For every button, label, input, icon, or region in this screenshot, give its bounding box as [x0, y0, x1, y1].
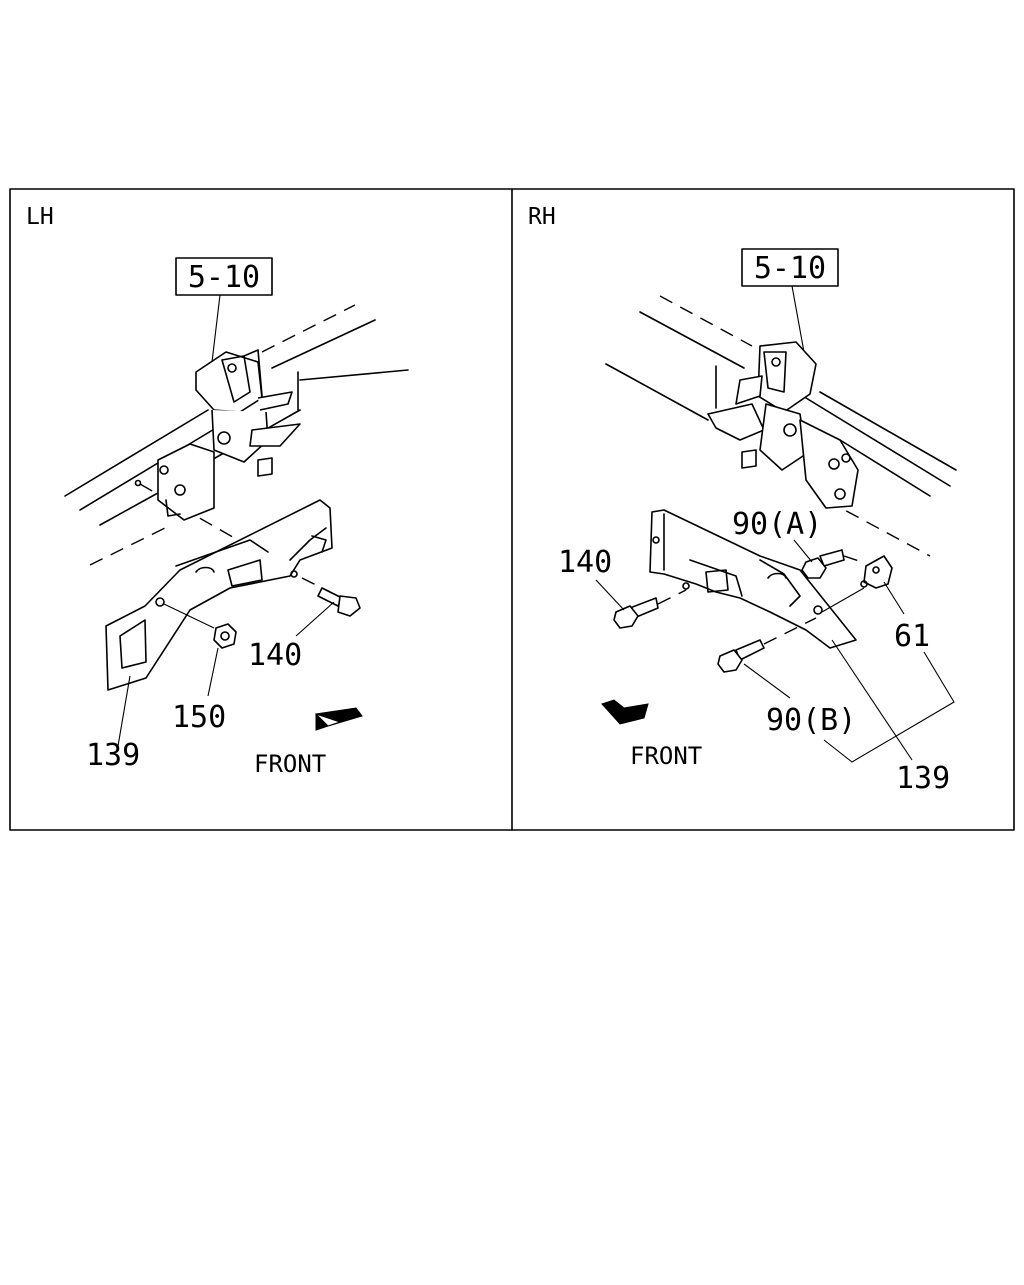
panel-rh-front-label: FRONT: [630, 742, 702, 770]
panel-lh-ref-box-label: 5-10: [188, 260, 260, 295]
panel-rh-callout-140: 140: [558, 545, 612, 580]
panel-lh-ref-leader: [211, 294, 221, 363]
panel-rh-callout-139: 139: [896, 761, 950, 796]
panel-rh-leader-61: [883, 581, 905, 615]
panel-lh-leader-140: [295, 601, 335, 637]
panel-rh-part-139[interactable]: [649, 509, 857, 649]
panel-rh-callout-61: 61: [894, 619, 930, 654]
panel-lh-ref-box[interactable]: [175, 257, 273, 296]
panel-rh-leader-90b: [743, 663, 791, 699]
panel-lh-nut-150[interactable]: [163, 603, 237, 649]
panel-rh-ref-leader: [791, 285, 805, 353]
panel-rh-leader-140: [595, 579, 625, 611]
panel-rh-frame-rail: [605, 295, 957, 557]
panel-rh-side-label: RH: [528, 204, 556, 230]
panel-rh-leader-139: [831, 639, 913, 761]
panel-lh-part-139[interactable]: [105, 499, 333, 691]
panel-lh: LH 5-10: [26, 204, 409, 778]
panel-lh-engine-mount: [134, 349, 301, 521]
panel-lh-front-label: FRONT: [254, 750, 326, 778]
panel-rh-bracket-61[interactable]: [821, 555, 893, 613]
panel-rh: RH 5-10: [528, 204, 957, 796]
front-arrow-icon: [601, 699, 649, 725]
panel-rh-bolt-90b[interactable]: [717, 617, 817, 673]
panel-rh-leader-61-group: [823, 651, 955, 763]
panel-rh-bolt-140[interactable]: [613, 589, 687, 629]
panel-rh-callout-90b: 90(B): [766, 703, 856, 738]
panel-rh-ref-box-label: 5-10: [754, 251, 826, 286]
panel-lh-callout-139: 139: [86, 738, 140, 773]
panel-lh-side-label: LH: [26, 204, 54, 230]
panel-lh-leader-150: [207, 647, 219, 697]
panel-rh-ref-box[interactable]: [741, 248, 839, 287]
panel-rh-callout-90a: 90(A): [732, 507, 822, 542]
panel-lh-leader-139: [117, 675, 131, 747]
panel-lh-callout-140: 140: [248, 638, 302, 673]
front-arrow-icon: [314, 707, 363, 731]
panel-rh-engine-mount: [707, 341, 859, 509]
panel-lh-callout-150: 150: [172, 700, 226, 735]
panel-rh-bolt-90a[interactable]: [801, 549, 863, 579]
panel-lh-bolt-140[interactable]: [301, 577, 361, 617]
panel-rh-leader-90a: [793, 539, 813, 563]
